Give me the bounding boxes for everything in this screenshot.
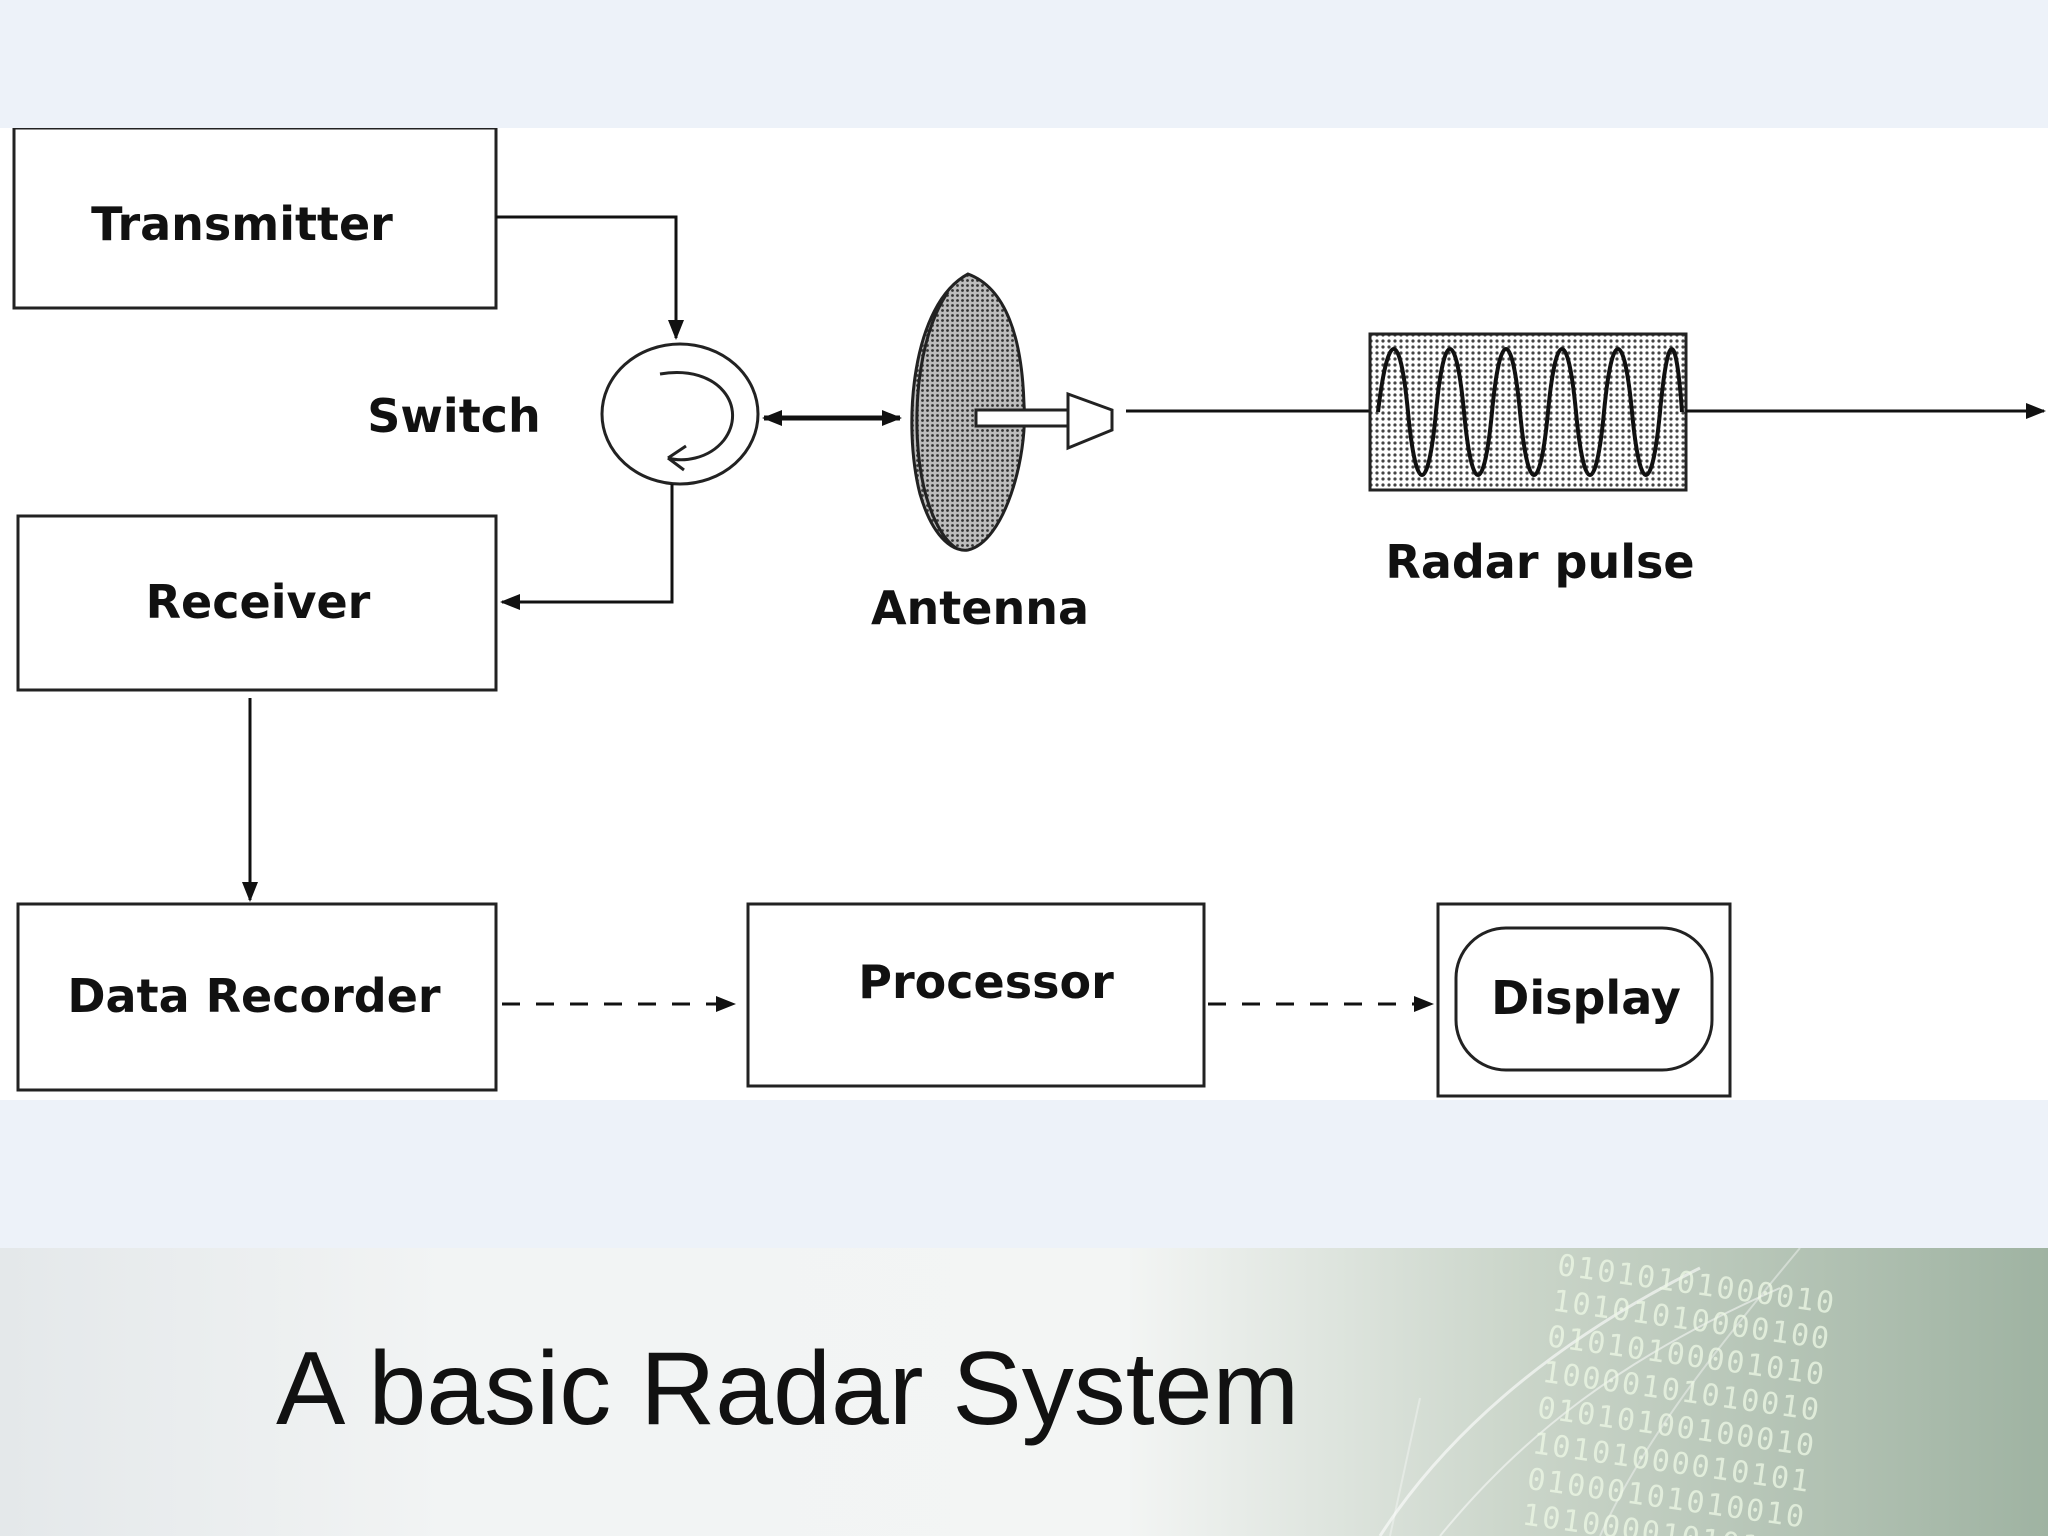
data-recorder-box [16,902,498,1092]
switch-label: Switch [367,389,540,443]
data-recorder-label: Data Recorder [67,969,441,1023]
transmitter-label: Transmitter [91,197,393,251]
receiver-box [16,514,498,692]
receiver-label: Receiver [146,575,371,629]
antenna-symbol [910,272,1114,552]
processor-label: Processor [858,955,1114,1009]
antenna-label: Antenna [871,581,1089,635]
diagram-panel: Transmitter Switch Antenna Radar [0,128,2048,1100]
radar-pulse-symbol [1368,332,1688,492]
edge-transmitter-switch [496,215,684,340]
display-screen [1454,926,1714,1072]
switch-symbol [600,342,760,486]
slide-title: A basic Radar System [276,1331,1300,1447]
edge-switch-receiver [500,484,674,610]
processor-box [746,902,1206,1088]
radar-block-diagram: Transmitter Switch Antenna Radar [12,128,2046,1098]
transmitter-box [12,128,498,310]
radar-pulse-label: Radar pulse [1385,535,1694,589]
display-label: Display [1491,971,1681,1025]
footer-background: 01010101000010 10101010000100 0101010000… [0,1248,2048,1536]
decorative-swirl [1378,1248,1801,1536]
